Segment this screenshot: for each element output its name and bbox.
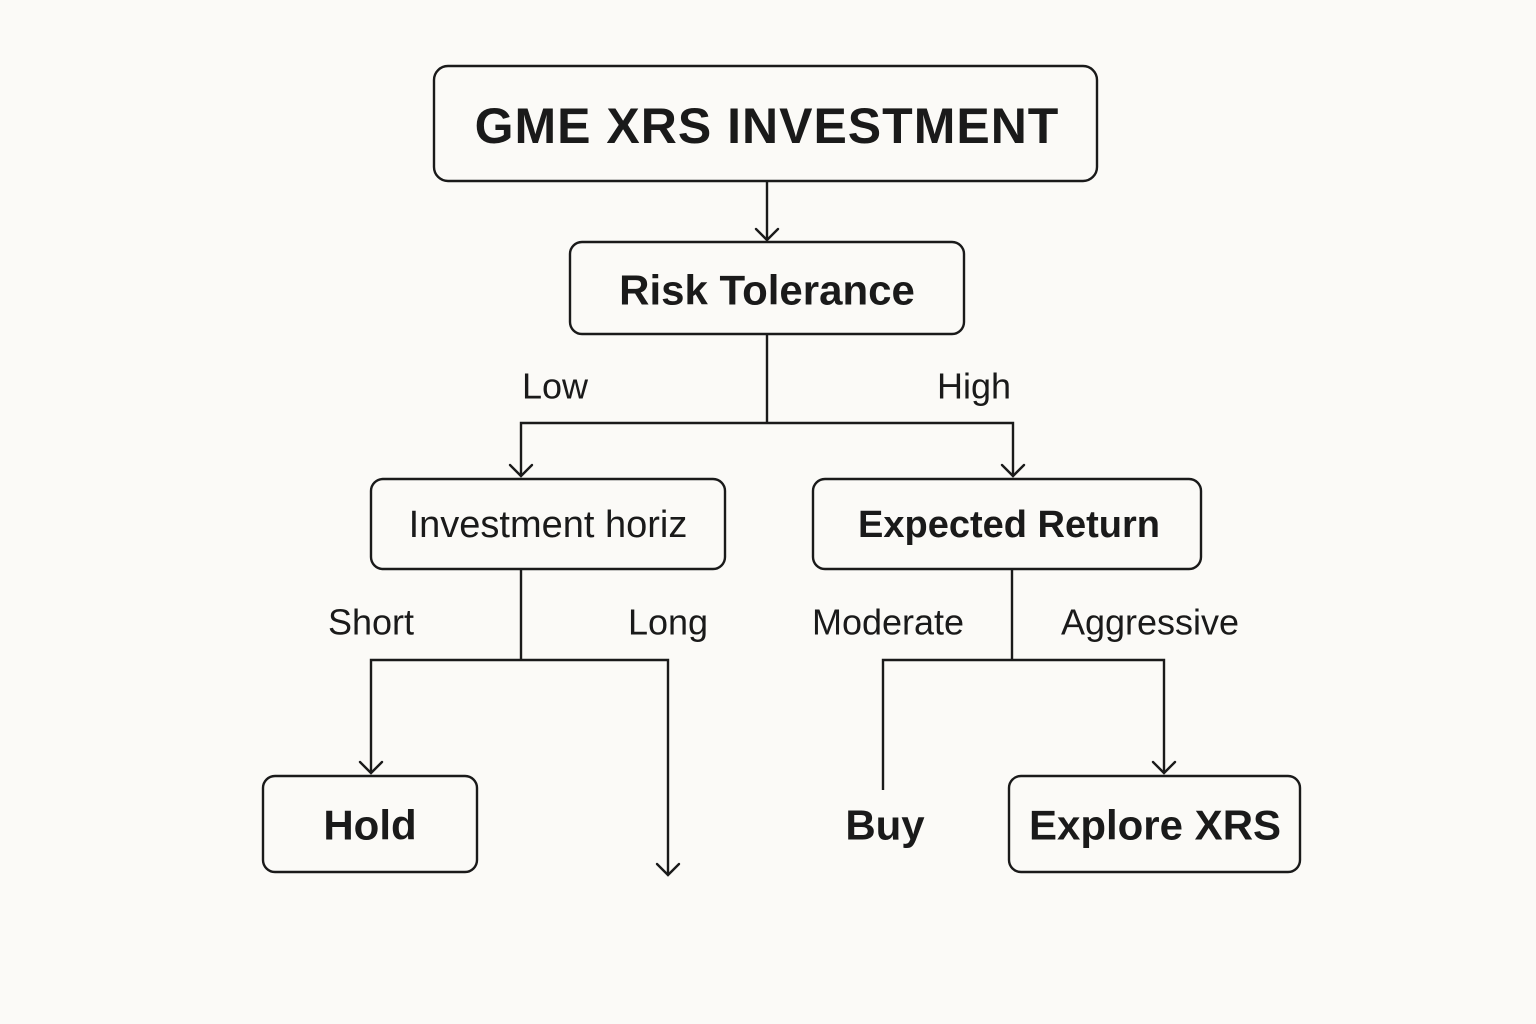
- arrowhead-icon: [1151, 760, 1177, 775]
- explore-xrs-box: [1007, 774, 1302, 874]
- expected-return-text: Expected Return: [858, 504, 1160, 546]
- node-title[interactable]: GME XRS INVESTMENT: [432, 64, 1099, 183]
- title-text: GME XRS INVESTMENT: [475, 98, 1060, 154]
- title-box: [432, 64, 1099, 183]
- arrowhead-icon: [655, 862, 681, 877]
- hold-box: [261, 774, 479, 874]
- connector-return-branches: [881, 658, 1166, 790]
- edge-label-moderate: Moderate: [812, 602, 964, 643]
- hold-text: Hold: [323, 802, 416, 849]
- arrowhead-icon: [754, 227, 780, 242]
- node-investment-horizon[interactable]: Investment horiz: [369, 477, 727, 571]
- node-buy-text[interactable]: Buy: [845, 802, 925, 849]
- node-explore-xrs[interactable]: Explore XRS: [1007, 774, 1302, 874]
- edge-label-aggressive: Aggressive: [1061, 602, 1239, 643]
- explore-xrs-text: Explore XRS: [1029, 802, 1281, 849]
- arrowhead-icon: [508, 463, 534, 478]
- risk-tolerance-text: Risk Tolerance: [619, 267, 915, 314]
- arrowhead-icon: [358, 760, 384, 775]
- investment-horizon-text: Investment horiz: [409, 504, 688, 546]
- expected-return-box: [811, 477, 1203, 571]
- connector-horizon-branches: [369, 658, 670, 874]
- investment-horizon-box: [369, 477, 727, 571]
- node-risk-tolerance[interactable]: Risk Tolerance: [568, 240, 966, 336]
- edge-label-high: High: [937, 366, 1011, 407]
- node-expected-return[interactable]: Expected Return: [811, 477, 1203, 571]
- connector-risk-branches: [519, 421, 1015, 476]
- arrowhead-icon: [1000, 463, 1026, 478]
- edge-label-long: Long: [628, 602, 708, 643]
- edge-label-short: Short: [328, 602, 414, 643]
- node-hold[interactable]: Hold: [261, 774, 479, 874]
- edge-label-low: Low: [522, 366, 589, 407]
